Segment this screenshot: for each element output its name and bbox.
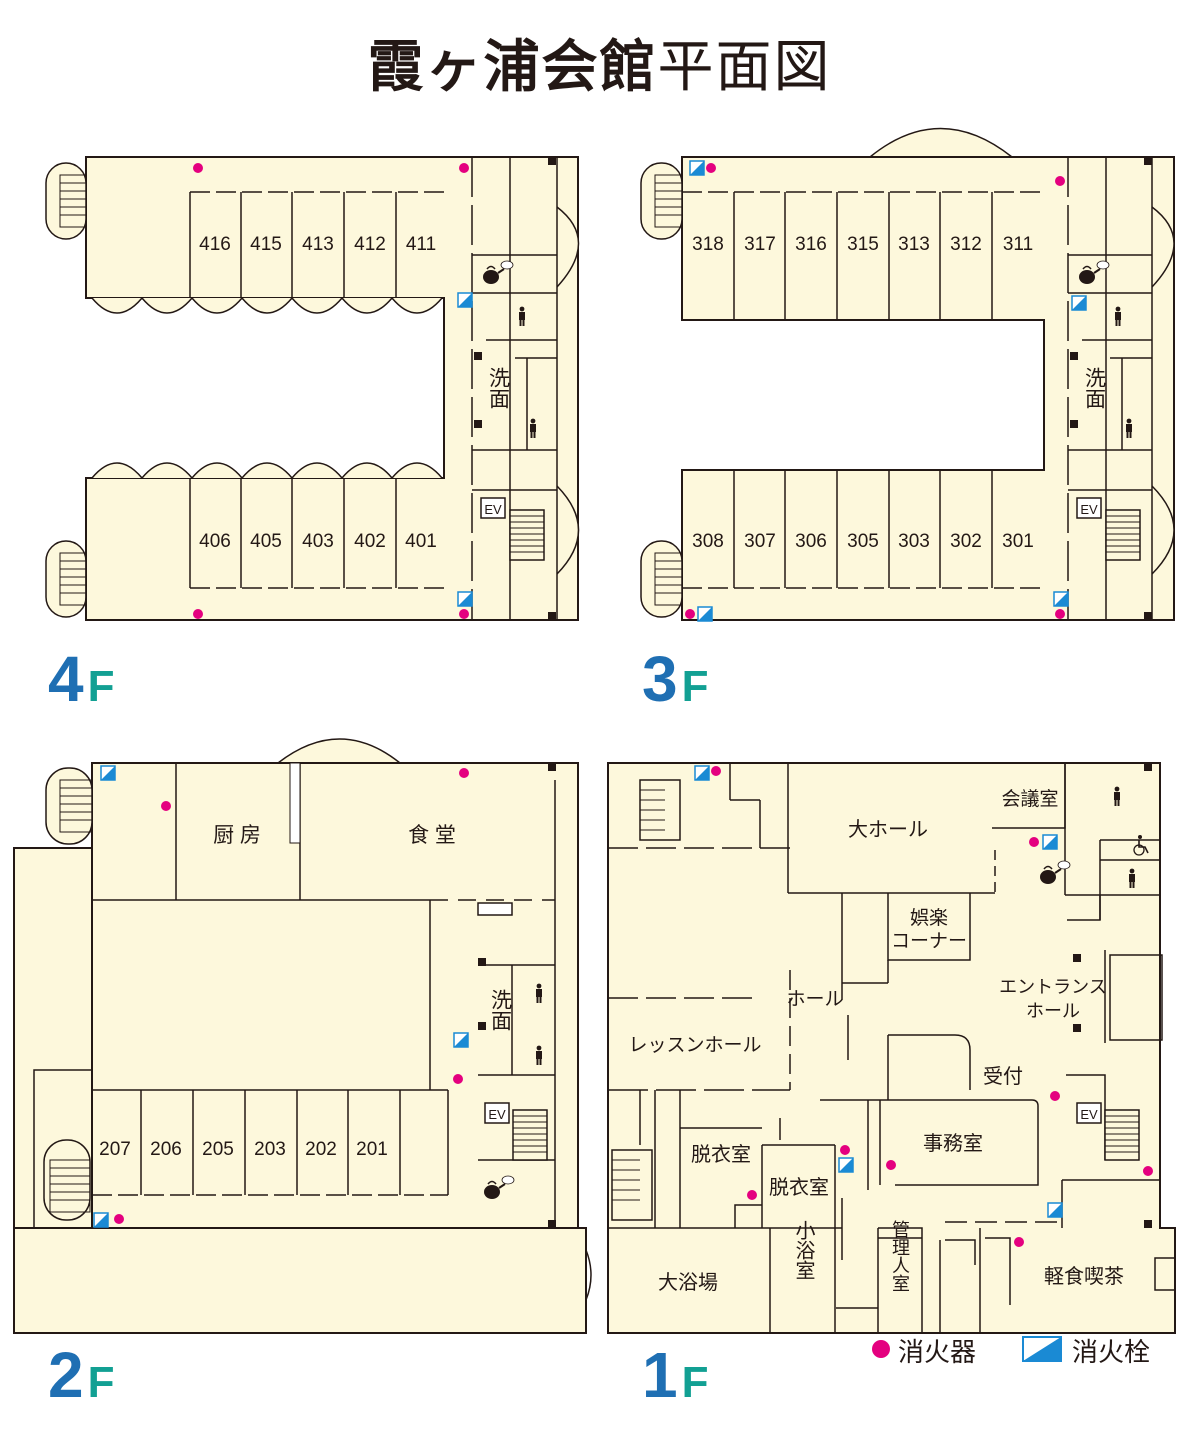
hydrant-icon bbox=[93, 1212, 109, 1228]
hydrant-icon bbox=[1053, 591, 1069, 607]
hydrant-icon bbox=[1071, 295, 1087, 311]
hydrant-icon bbox=[1022, 1336, 1062, 1362]
room-label: 305 bbox=[847, 531, 879, 552]
entertainment-label: 娯楽 bbox=[910, 907, 948, 929]
room-label: 317 bbox=[744, 234, 776, 255]
floor-label-1f: 1F bbox=[642, 1339, 709, 1411]
large-bath-label: 大浴場 bbox=[658, 1271, 718, 1294]
lesson-hall-label: レッスンホール bbox=[628, 1035, 761, 1056]
room-label: 315 bbox=[847, 234, 879, 255]
room-label: 207 bbox=[99, 1139, 131, 1160]
floor-4f: EV 416 415 413 412 411 406 405 403 402 4… bbox=[45, 156, 580, 621]
room-label: 307 bbox=[744, 531, 776, 552]
room-label: 405 bbox=[250, 531, 282, 552]
room-label: 206 bbox=[150, 1139, 182, 1160]
legend-extinguisher-label: 消火器 bbox=[898, 1338, 977, 1368]
dressing-room-label: 脱衣室 bbox=[769, 1176, 829, 1199]
manager-room-label: 管理人室 bbox=[890, 1220, 910, 1292]
room-label: 412 bbox=[354, 234, 386, 255]
room-label: 308 bbox=[692, 531, 724, 552]
room-label: 406 bbox=[199, 531, 231, 552]
hydrant-icon bbox=[457, 292, 473, 308]
room-label: 401 bbox=[405, 531, 437, 552]
hydrant-icon bbox=[697, 606, 713, 622]
floor-1f: EV bbox=[607, 762, 1176, 1334]
hydrant-icon bbox=[689, 160, 705, 176]
floor-2f: EV 厨 房 食 堂 洗面 207 206 205 203 202 201 bbox=[13, 738, 592, 1334]
kitchen-label: 厨 房 bbox=[213, 824, 261, 847]
hydrant-icon bbox=[453, 1032, 469, 1048]
page-title: 霞ヶ浦会館平面図 bbox=[0, 22, 1199, 103]
room-label: 303 bbox=[898, 531, 930, 552]
hydrant-icon bbox=[838, 1157, 854, 1173]
room-label: 316 bbox=[795, 234, 827, 255]
ev-label-4f: EV bbox=[484, 502, 502, 517]
room-label: 205 bbox=[202, 1139, 234, 1160]
great-hall-label: 大ホール bbox=[848, 818, 928, 841]
entrance-hall-label: エントランス bbox=[999, 977, 1107, 997]
ev-label-3f: EV bbox=[1080, 502, 1098, 517]
room-label: 306 bbox=[795, 531, 827, 552]
office-label: 事務室 bbox=[923, 1132, 983, 1155]
room-label: 301 bbox=[1002, 531, 1034, 552]
room-label: 313 bbox=[898, 234, 930, 255]
room-label: 202 bbox=[305, 1139, 337, 1160]
ev-label-2f: EV bbox=[488, 1107, 506, 1122]
room-label: 311 bbox=[1003, 234, 1033, 255]
room-label: 415 bbox=[250, 234, 282, 255]
room-label: 403 bbox=[302, 531, 334, 552]
dining-label: 食 堂 bbox=[408, 824, 456, 847]
small-bath-label: 小浴室 bbox=[792, 1220, 815, 1280]
floor-label-3f: 3F bbox=[642, 643, 709, 715]
hydrant-icon bbox=[694, 765, 710, 781]
title-main: 霞ヶ浦会館 bbox=[367, 35, 658, 100]
title-sub: 平面図 bbox=[657, 35, 832, 100]
floor-label-2f: 2F bbox=[48, 1339, 115, 1411]
room-label: 416 bbox=[199, 234, 231, 255]
washroom-label: 洗面 bbox=[487, 367, 511, 409]
room-label: 201 bbox=[356, 1139, 388, 1160]
entrance-hall-label: ホール bbox=[1026, 1001, 1080, 1021]
washroom-label: 洗面 bbox=[1083, 367, 1107, 409]
room-label: 402 bbox=[354, 531, 386, 552]
room-label: 411 bbox=[406, 234, 436, 255]
dressing-room-label: 脱衣室 bbox=[691, 1143, 751, 1166]
room-label: 312 bbox=[950, 234, 982, 255]
hydrant-icon bbox=[1042, 834, 1058, 850]
legend: 消火器 消火栓 bbox=[870, 1330, 1170, 1370]
entertainment-label: コーナー bbox=[891, 931, 967, 952]
hydrant-icon bbox=[100, 765, 116, 781]
washroom-label: 洗面 bbox=[489, 989, 513, 1031]
hall-label: ホール bbox=[786, 989, 843, 1010]
room-label: 302 bbox=[950, 531, 982, 552]
extinguisher-icon bbox=[872, 1340, 890, 1358]
room-label: 203 bbox=[254, 1139, 286, 1160]
room-label: 318 bbox=[692, 234, 724, 255]
reception-label: 受付 bbox=[983, 1065, 1023, 1088]
meeting-room-label: 会議室 bbox=[1001, 788, 1058, 810]
floor-label-4f: 4F bbox=[48, 643, 115, 715]
room-label: 413 bbox=[302, 234, 334, 255]
ev-label-1f: EV bbox=[1080, 1107, 1098, 1122]
legend-hydrant-label: 消火栓 bbox=[1072, 1338, 1151, 1368]
hydrant-icon bbox=[457, 591, 473, 607]
hydrant-icon bbox=[1047, 1202, 1063, 1218]
floor-3f: EV 318 317 316 315 313 312 311 308 307 3… bbox=[640, 127, 1175, 622]
cafe-label: 軽食喫茶 bbox=[1044, 1265, 1124, 1288]
